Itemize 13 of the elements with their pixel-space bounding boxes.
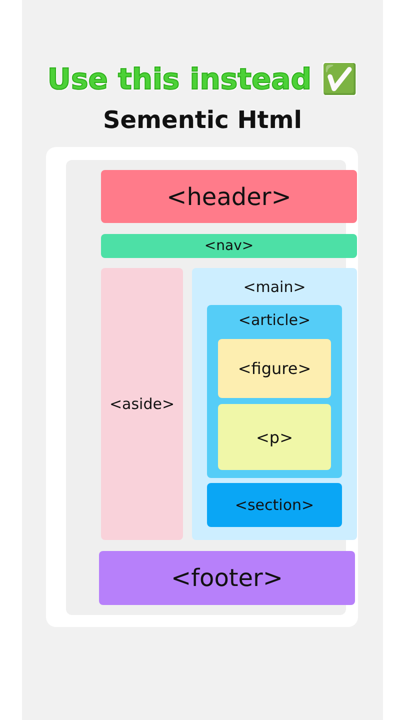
layout-region xyxy=(207,305,342,478)
title: Use this instead ✅ xyxy=(46,62,359,96)
region-label: <article> xyxy=(237,311,312,329)
layout-block: <header> xyxy=(101,170,357,223)
region-label: <main> xyxy=(242,278,307,296)
layout-block: <nav> xyxy=(101,234,357,258)
layout-block: <p> xyxy=(218,404,331,470)
layout-region xyxy=(192,268,357,540)
layout-block: <section> xyxy=(207,483,342,527)
layout-block: <aside> xyxy=(101,268,183,540)
subtitle: Sementic Html xyxy=(102,106,303,134)
layout-block: <figure> xyxy=(218,339,331,398)
layout-block: <footer> xyxy=(99,551,355,605)
